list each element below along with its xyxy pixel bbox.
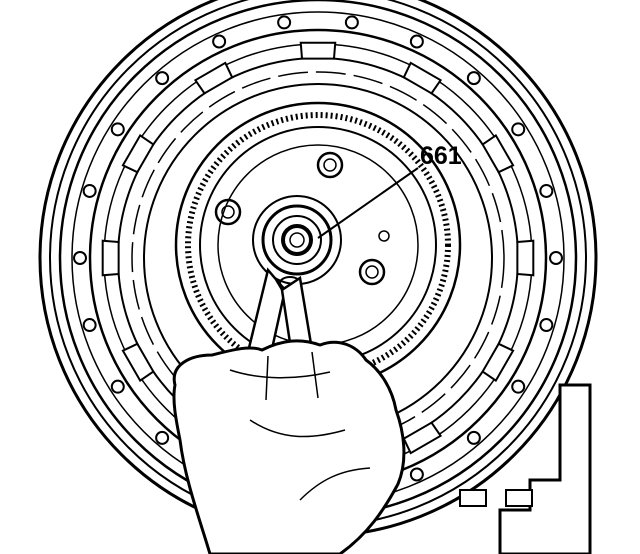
hub-holes xyxy=(214,151,390,286)
glove-hand-icon xyxy=(172,339,406,554)
housing-bracket xyxy=(459,383,592,554)
callout-leader-line xyxy=(317,167,419,239)
callout-label-661: 661 xyxy=(420,142,462,170)
ring-lugs xyxy=(101,41,535,475)
